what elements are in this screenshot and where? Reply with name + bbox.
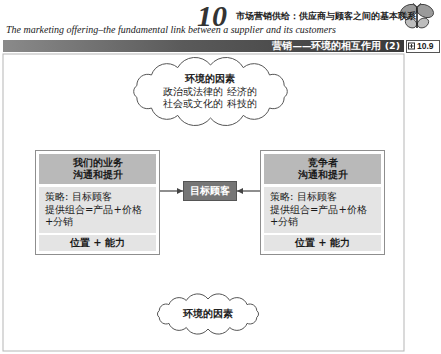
cloud-shape	[133, 57, 287, 125]
diagram-frame	[3, 54, 404, 351]
node-text: 位置 + 能力	[39, 235, 156, 251]
node-text: 位置 + 能力	[264, 235, 381, 251]
slide-title: 营销——环境的相互作用 (2)	[272, 40, 400, 52]
competitor-box: 竞争者 沟通和提升策略: 目标顾客 提供组合=产品+价格 +分销位置 + 能力	[260, 150, 385, 255]
node-text: 我们的业务 沟通和提升	[39, 154, 156, 184]
slide-number: 10.9	[417, 40, 434, 52]
target-box: 目标顾客	[183, 181, 237, 201]
cloud-shape	[157, 294, 258, 334]
node-text: 策略: 目标顾客 提供组合=产品+价格 +分销	[39, 187, 156, 233]
cloud-text-group: 环境的因素	[183, 308, 233, 321]
node-text: 政治或法律的 经济的 社会或文化的 科技的	[158, 86, 262, 110]
connector-arrow	[160, 190, 183, 191]
title-bar	[3, 40, 404, 52]
chapter-title: 市场营销供给：供应商与顾客之间的基本联系	[236, 11, 416, 22]
number-box	[407, 41, 440, 53]
environment-cloud: 环境的因素	[151, 292, 265, 336]
node-text: 环境的因素	[158, 73, 262, 86]
node-text: 环境的因素	[183, 308, 233, 321]
node-text: 策略: 目标顾客 提供组合=产品+价格 +分销	[264, 187, 381, 233]
business-box: 我们的业务 沟通和提升策略: 目标顾客 提供组合=产品+价格 +分销位置 + 能…	[35, 150, 160, 255]
node-text: 目标顾客	[190, 185, 230, 197]
environment-cloud: 环境的因素政治或法律的 经济的 社会或文化的 科技的	[128, 58, 293, 125]
connector-arrow	[237, 190, 260, 191]
cloud-text-group: 环境的因素政治或法律的 经济的 社会或文化的 科技的	[158, 73, 262, 110]
expand-icon	[409, 43, 415, 49]
chapter-subtitle: The marketing offering–the fundamental l…	[6, 24, 336, 36]
node-text: 竞争者 沟通和提升	[264, 154, 381, 184]
